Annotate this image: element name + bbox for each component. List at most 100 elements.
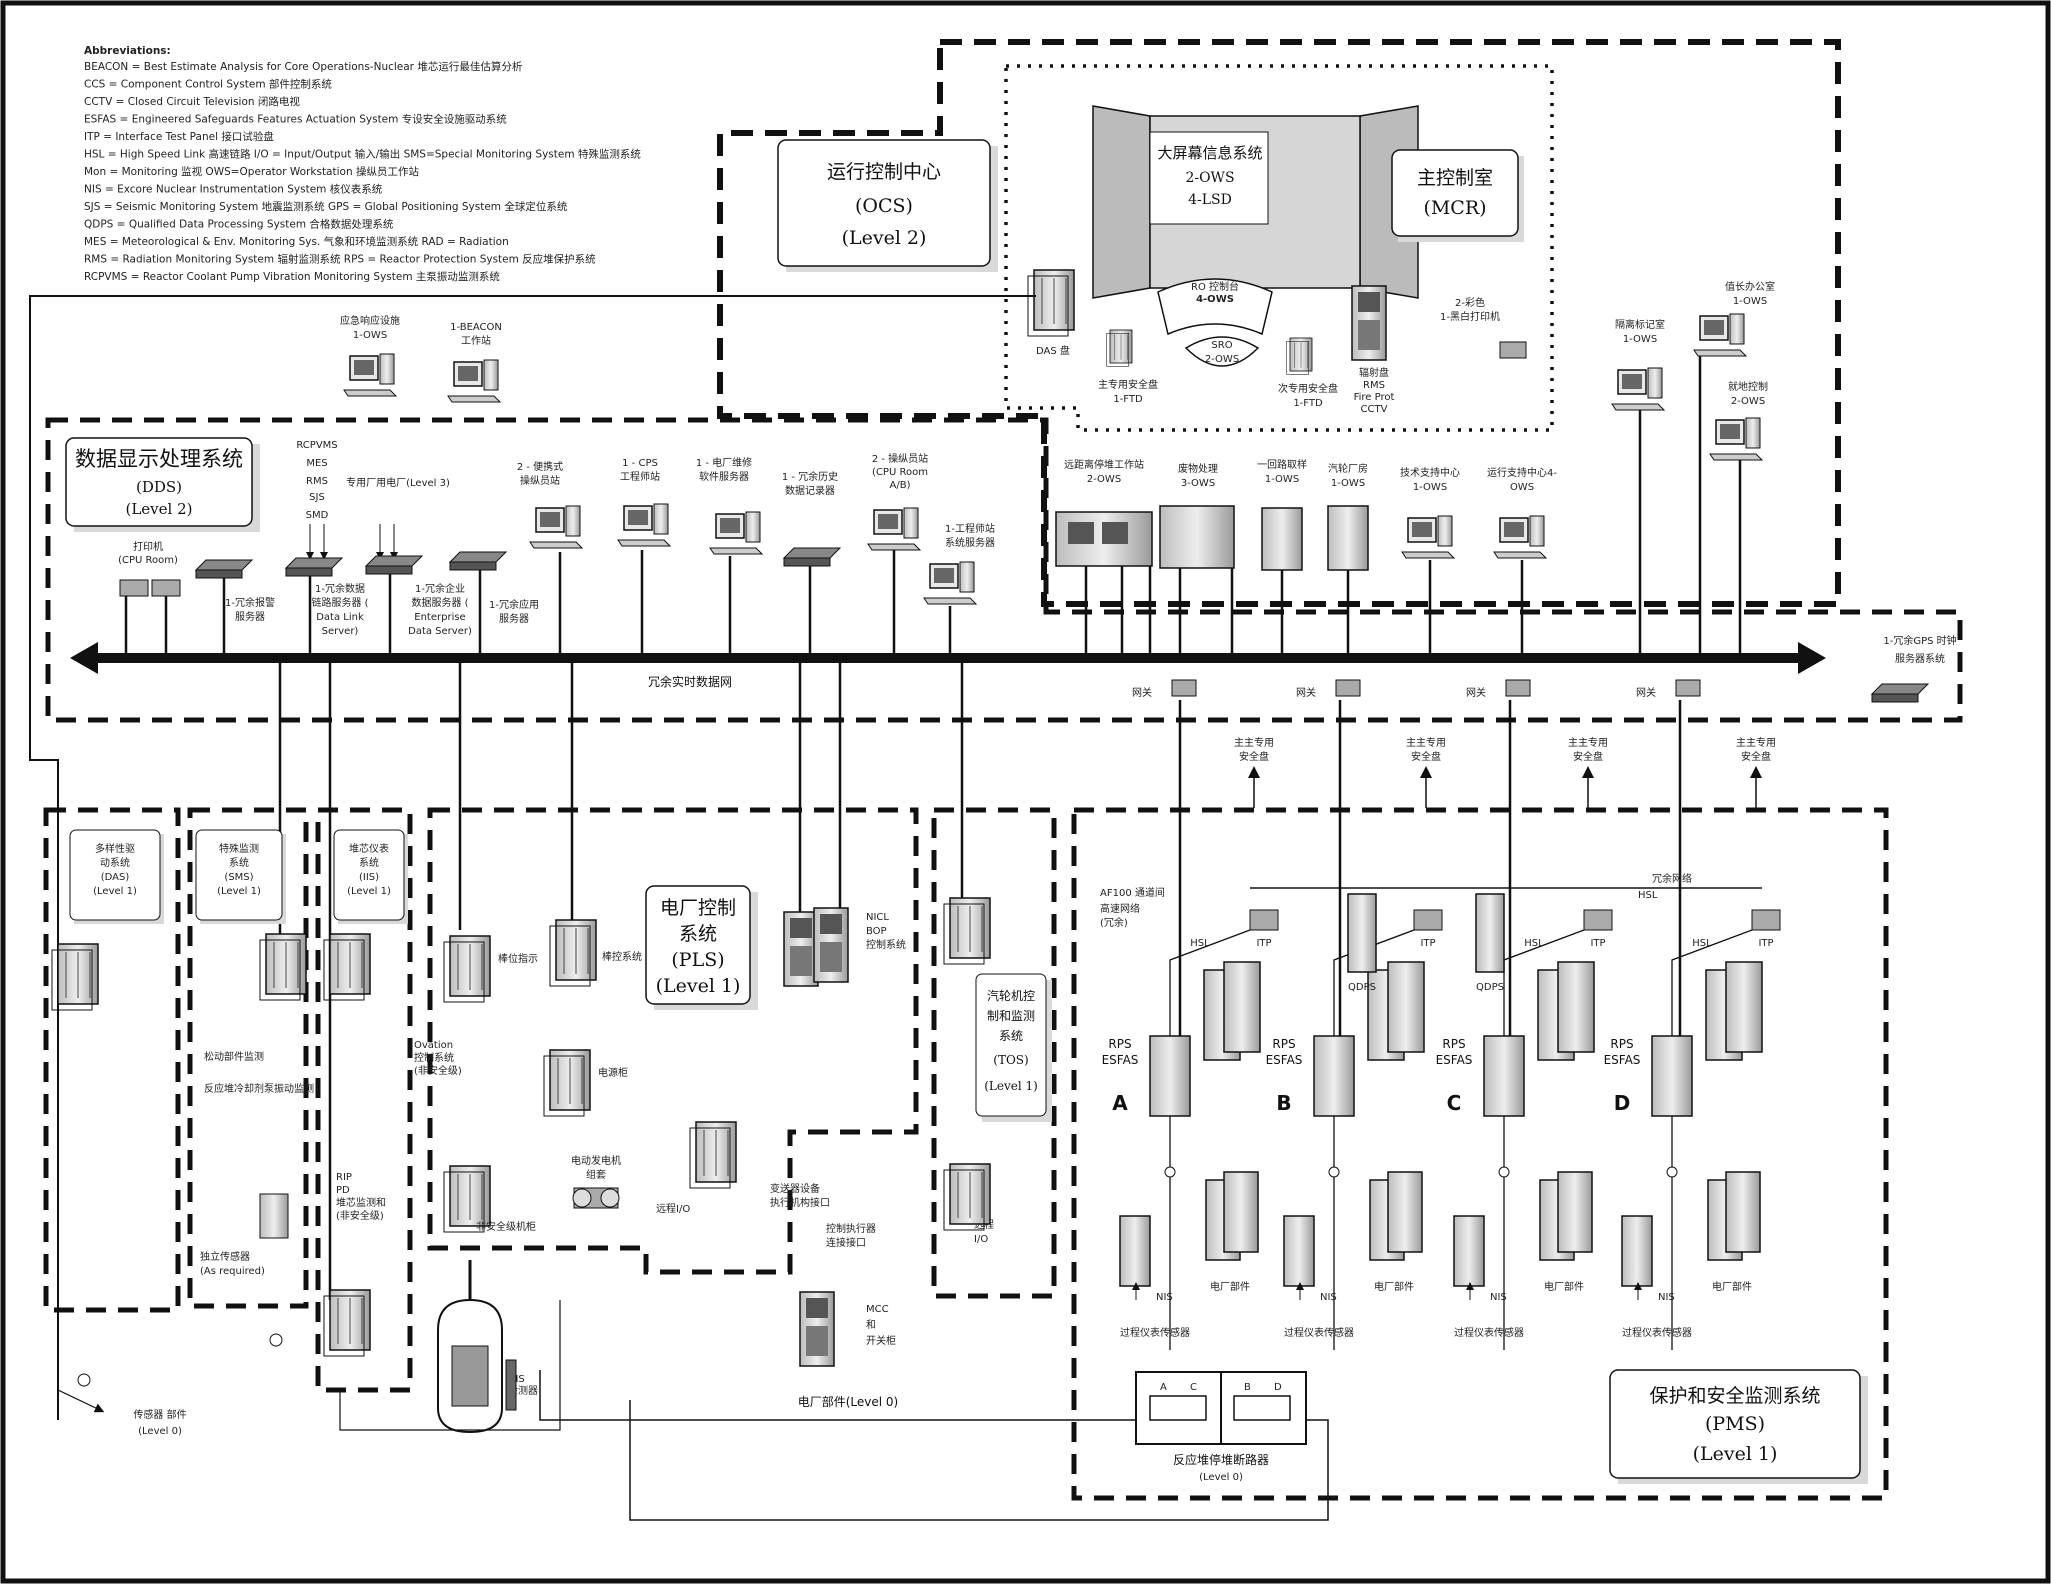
qdps-cabinet-1 (1347, 893, 1377, 973)
ows-row (1055, 505, 1547, 571)
nicl-label-line-2: BOP (866, 926, 887, 937)
tos-region-border (931, 807, 1057, 1299)
gateway-icon (1505, 679, 1531, 697)
waste-ows-label-line-2: 3-OWS (1181, 478, 1215, 489)
nicl-label-line-3: 控制系统 (866, 938, 906, 951)
rtb-c: C (1190, 1382, 1197, 1393)
ftd-panel-secondary: 次专用安全盘 1-FTD (1278, 337, 1338, 409)
abbreviation-line: RMS = Radiation Monitoring System 辐射监测系统… (84, 253, 596, 266)
cpu-room-printer-label-line-1: 打印机 (133, 540, 163, 553)
itp-box (1249, 909, 1279, 931)
abbreviation-line: MES = Meteorological & Env. Monitoring S… (84, 235, 509, 248)
bottom-left-l1: 传感器 部件 (133, 1408, 186, 1421)
sms-note-2: 反应堆冷却剂泵振动监测 (204, 1082, 314, 1095)
rps-cabinet (1483, 1035, 1525, 1117)
ftd-panel-primary: 主专用安全盘 1-FTD (1098, 329, 1158, 405)
gateway-3: 网关 (1466, 679, 1531, 699)
reactor-trip-breakers: A C B D 反应堆停堆断路器 (Level 0) (1135, 1371, 1307, 1483)
dds-top-labels: RCPVMS MES RMS SJS SMD (296, 440, 398, 560)
ocs-abbr: (OCS) (855, 195, 913, 217)
safety-panel-label-1-b: 安全盘 (1239, 750, 1269, 763)
gateway-label: 网关 (1636, 686, 1656, 699)
iis-l1: 堆芯仪表 (349, 842, 389, 855)
iis-title-box: 堆芯仪表 系统 (IIS) (Level 1) (333, 829, 408, 924)
abbreviation-line: CCTV = Closed Circuit Television 闭路电视 (84, 95, 300, 108)
non-safety-cabinet-label-line-1: 非安全级机柜 (476, 1220, 536, 1233)
motor-generator-label-line-1: 电动发电机 (571, 1154, 621, 1167)
gps-line2: 服务器系统 (1895, 652, 1945, 665)
ftd-secondary-l1: 次专用安全盘 (1278, 382, 1338, 395)
tos-remote-io-label-line-2: I/O (974, 1234, 988, 1245)
abbreviation-line: QDPS = Qualified Data Processing System … (84, 218, 394, 231)
das-l4: (Level 1) (93, 886, 137, 897)
sms-l3: (SMS) (224, 872, 253, 883)
plant-rack (1557, 1171, 1593, 1253)
hsl-top-label-2: HSL (1638, 890, 1658, 901)
pms-region-border (1071, 807, 1889, 1501)
plant-server-label-line-2: 软件服务器 (699, 470, 749, 483)
rip-pd-label-line-2: PD (336, 1185, 350, 1196)
qdps-cabinet-2 (1475, 893, 1505, 973)
enterprise-server-label-line-2: 数据服务器 ( (411, 596, 468, 609)
rtb-title: 反应堆停堆断路器 (1173, 1452, 1269, 1467)
sro-ows: 2-OWS (1205, 354, 1239, 365)
gateway-icon (1335, 679, 1361, 697)
train-letter: A (1112, 1091, 1128, 1115)
lower-drops (278, 662, 1682, 1300)
nis-label: NIS (1156, 1292, 1173, 1303)
mcr-printer: 2-彩色 1-黑白打印机 (1440, 296, 1527, 359)
dds-mes: MES (306, 458, 327, 469)
gateway-icon (1675, 679, 1701, 697)
shift-office-ows: 值长办公室 1-OWS (1693, 280, 1775, 357)
pls-rod-control: 棒控系统 (602, 950, 642, 963)
cpu-room-printer-label-line-2: (CPU Room) (118, 555, 178, 566)
radio-record-l2: 1-OWS (1623, 334, 1657, 345)
pms-level: (Level 1) (1693, 1443, 1778, 1465)
gateway-label: 网关 (1466, 686, 1486, 699)
gateway-2: 网关 (1296, 679, 1361, 699)
portable-ows-label-line-1: 2 - 便携式 (517, 460, 563, 473)
plant-rack (1725, 1171, 1761, 1253)
lsd-title: 大屏幕信息系统 (1157, 144, 1262, 162)
safety-panel-label-3-b: 安全盘 (1573, 750, 1603, 763)
esfas-label: ESFAS (1266, 1053, 1303, 1067)
pms-sensor-symbol (1328, 1166, 1340, 1178)
loop-sampling-ows-label-line-1: 一回路取样 (1257, 458, 1307, 471)
ocs-title: 运行控制中心 (827, 161, 941, 183)
dds-smd: SMD (306, 510, 329, 521)
alarm-server-label-line-2: 服务器 (235, 610, 265, 623)
pls-rod-position: 棒位指示 (498, 952, 538, 965)
historian-label-line-2: 数据记录器 (785, 484, 835, 497)
tos-l3: 系统 (999, 1029, 1023, 1043)
abbreviation-line: ITP = Interface Test Panel 接口试验盘 (84, 130, 274, 143)
pms-abbr: (PMS) (1705, 1413, 1765, 1435)
pls-title-1: 电厂控制 (660, 897, 736, 919)
pms-title-box: 保护和安全监测系统 (PMS) (Level 1) (1609, 1369, 1868, 1484)
rtb-a: A (1160, 1382, 1167, 1393)
nicl-label-line-1: NICL (866, 912, 889, 923)
plant-components-label: 电厂部件 (1374, 1280, 1414, 1293)
abbreviation-line: CCS = Component Control System 部件控制系统 (84, 78, 332, 91)
das-l3: (DAS) (101, 872, 130, 883)
nis-label: NIS (1658, 1292, 1675, 1303)
pms-sensor-symbol (1666, 1166, 1678, 1178)
plant-components-label: 电厂部件 (1544, 1280, 1584, 1293)
sensor-symbol (77, 1373, 91, 1387)
process-sensors-label: 过程仪表传感器 (1454, 1326, 1524, 1339)
pms-hsl-top: 冗余网络 (1652, 872, 1692, 885)
cps-station-label-line-2: 工程师站 (620, 470, 660, 483)
abbreviation-line: HSL = High Speed Link 高速链路 I/O = Input/O… (84, 148, 641, 161)
pms-rack (1223, 961, 1261, 1053)
abbreviation-lines: BEACON = Best Estimate Analysis for Core… (84, 60, 641, 283)
itp-label: ITP (1420, 938, 1435, 949)
pls-sensor-interface-label-line-2: 执行机构接口 (770, 1196, 830, 1209)
das-panel: DAS 盘 (1027, 269, 1075, 357)
pms-trains: ITPHSLRPSESFASANIS电厂部件过程仪表传感器ITPHSLRPSES… (1102, 893, 1781, 1350)
turbine-ows-label-line-2: 1-OWS (1331, 478, 1365, 489)
reactor-vessel (437, 1260, 517, 1434)
abbreviation-line: NIS = Excore Nuclear Instrumentation Sys… (84, 183, 383, 196)
application-server-label-line-2: 服务器 (499, 612, 529, 625)
gateway-icon (1171, 679, 1197, 697)
